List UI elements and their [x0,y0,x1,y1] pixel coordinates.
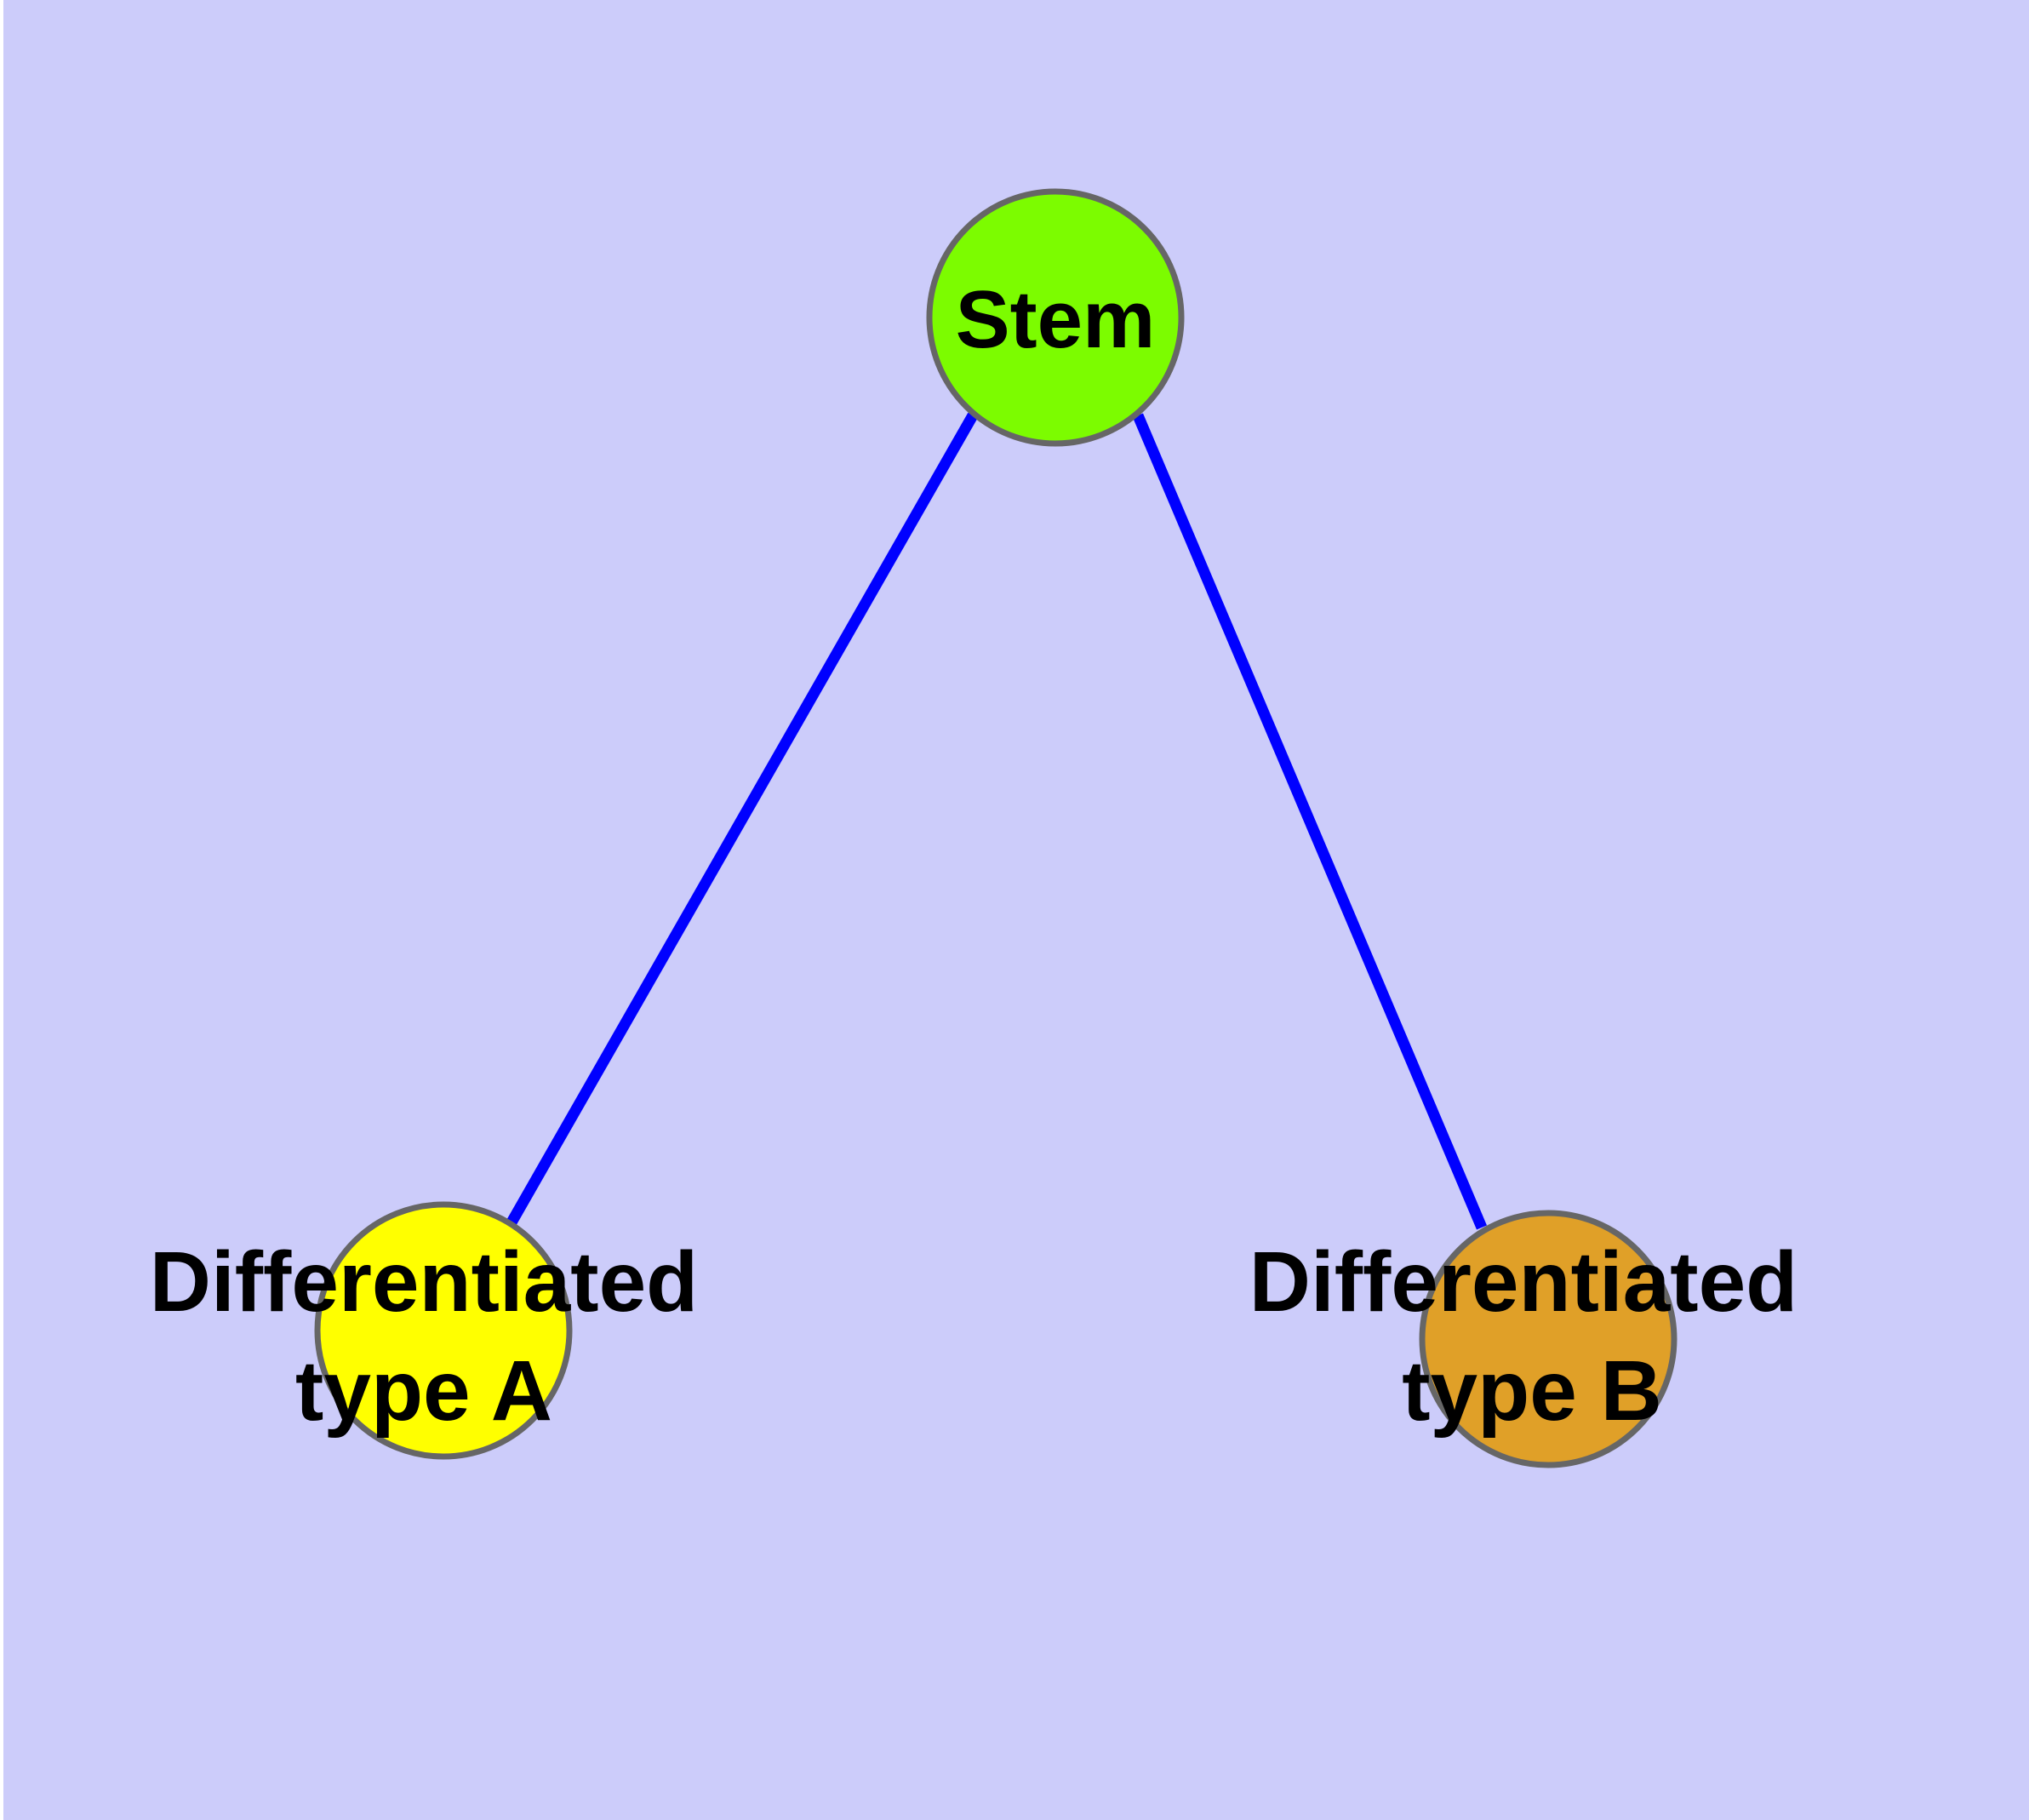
node-circle-type-a[interactable] [314,1201,573,1460]
edge-group [506,412,1487,1230]
node-diff-type-a[interactable] [314,1201,573,1460]
node-label-type-a-line2: type A [295,1343,552,1439]
node-circle-type-b[interactable] [1419,1210,1677,1468]
label-group: Stem Differentiated type A Differentiate… [150,274,1798,1439]
node-stem[interactable] [926,188,1185,447]
node-label-stem: Stem [956,274,1156,365]
node-label-type-b-line1: Differentiated [1249,1234,1798,1330]
node-label-type-a-line1: Differentiated [150,1234,699,1330]
node-label-type-b-line2: type B [1402,1343,1662,1439]
node-diff-type-b[interactable] [1419,1210,1677,1468]
edge-stem-to-type-a[interactable] [506,412,978,1226]
node-circle-stem[interactable] [926,188,1185,447]
node-group [314,188,1677,1468]
edge-stem-to-type-b[interactable] [1133,413,1487,1230]
